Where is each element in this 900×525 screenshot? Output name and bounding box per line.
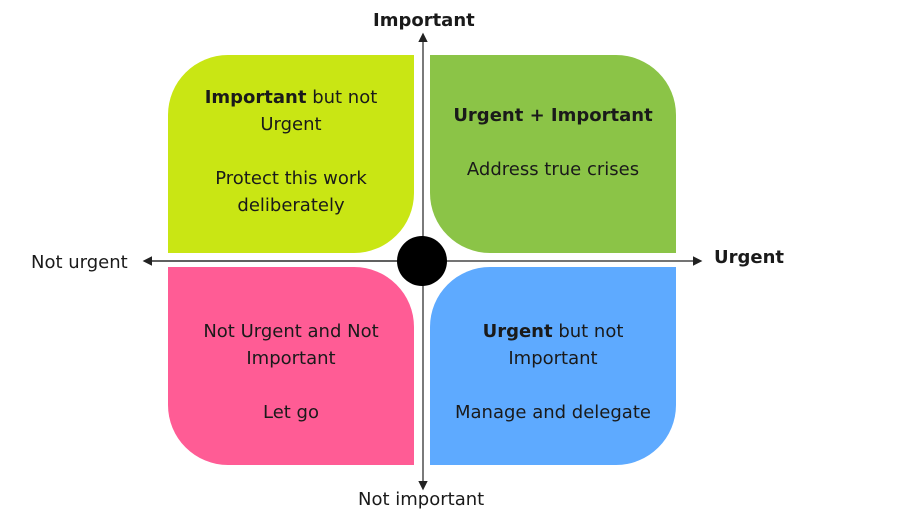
quadrant-urgent-important: Urgent + Important Address true crises [430, 55, 676, 253]
quadrant-title: Urgent but not Important [482, 321, 624, 369]
center-dot [397, 236, 447, 286]
axis-label-urgent: Urgent [714, 247, 785, 268]
quadrant-action: Manage and delegate [455, 402, 651, 423]
quadrant-action: Let go [262, 402, 319, 423]
quadrant-title: Important but not Urgent [204, 86, 378, 135]
axis-label-important: Important [373, 10, 475, 31]
quadrant-urgent-not-important: Urgent but not Important Manage and dele… [430, 267, 676, 465]
axis-label-not-important: Not important [358, 489, 485, 510]
quadrant-important-not-urgent: Important but not Urgent Protect this wo… [168, 55, 414, 253]
quadrant-title: Not Urgent and Not Important [203, 321, 379, 369]
quadrant-action: Address true crises [466, 158, 640, 180]
axis-label-not-urgent: Not urgent [31, 252, 128, 273]
quadrant-title: Urgent + Important [453, 104, 653, 126]
quadrant-action: Protect this work deliberately [215, 167, 367, 216]
quadrant-not-urgent-not-important: Not Urgent and Not Important Let go [168, 267, 414, 465]
